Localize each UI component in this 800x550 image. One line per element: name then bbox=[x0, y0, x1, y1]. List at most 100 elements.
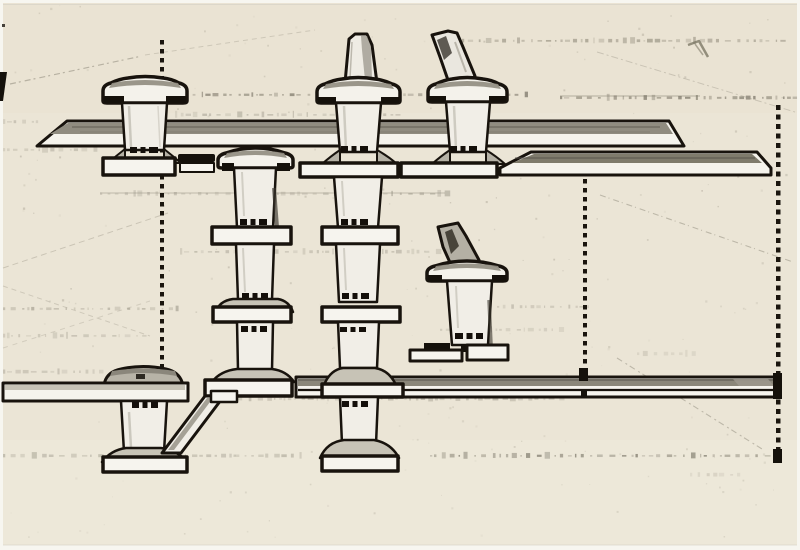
plane-mid-right-part bbox=[492, 275, 506, 282]
dot bbox=[583, 341, 587, 346]
paper-speck bbox=[723, 536, 726, 538]
paper-speck bbox=[38, 12, 41, 15]
paper-speck bbox=[448, 416, 450, 419]
scribble-dash bbox=[622, 37, 627, 44]
scribble-dash bbox=[732, 96, 738, 100]
paper-speck bbox=[553, 258, 556, 261]
stack-center-part bbox=[341, 180, 345, 217]
scribble-dash bbox=[406, 250, 410, 254]
paper-speck bbox=[210, 359, 213, 362]
scribble-dash bbox=[538, 328, 541, 331]
paper-speck bbox=[767, 19, 769, 21]
scribble-dash bbox=[563, 97, 570, 99]
dot bbox=[583, 206, 587, 211]
scribble-dash bbox=[666, 96, 673, 99]
dot bbox=[583, 296, 587, 301]
scribble-dash bbox=[114, 192, 119, 195]
ramp-top-surface bbox=[168, 398, 213, 450]
window-dot bbox=[361, 293, 369, 299]
cockpit-windows bbox=[450, 146, 477, 152]
scribble-dash bbox=[127, 307, 131, 310]
scribble-dash bbox=[792, 96, 798, 99]
scribble-dash bbox=[216, 114, 221, 116]
dot bbox=[776, 352, 781, 357]
window-dot bbox=[250, 219, 256, 225]
scribble-dash bbox=[502, 397, 509, 400]
scribble-dash bbox=[685, 349, 688, 357]
window-dot bbox=[359, 327, 366, 332]
paper-speck bbox=[509, 333, 511, 335]
paper-speck bbox=[423, 40, 426, 43]
distant-tail-mark bbox=[687, 39, 710, 58]
window-dot bbox=[466, 333, 473, 339]
dot bbox=[776, 200, 781, 205]
scribble-dash bbox=[233, 454, 240, 458]
paper-speck bbox=[68, 301, 70, 303]
scribble-dash bbox=[597, 97, 601, 99]
scribble-dash bbox=[580, 38, 583, 43]
scribble-dash bbox=[71, 453, 77, 458]
scribble-dash bbox=[83, 334, 89, 338]
plane-mid-right-part bbox=[424, 343, 450, 352]
window-dot bbox=[476, 333, 483, 339]
scribble-dash bbox=[787, 96, 791, 99]
scribble-dash bbox=[593, 37, 595, 44]
fuselage-body bbox=[444, 100, 492, 154]
scribble-dash bbox=[455, 396, 461, 401]
sketch-marks-part bbox=[497, 304, 589, 309]
scribble-dash bbox=[301, 398, 306, 400]
dot bbox=[160, 229, 164, 234]
paper-speck bbox=[215, 248, 217, 250]
plane-mid-right-part bbox=[428, 275, 442, 282]
scribble-dash bbox=[608, 38, 613, 43]
scribble-dash bbox=[10, 307, 16, 311]
scribble-dash bbox=[514, 93, 519, 96]
scribble-dash bbox=[494, 39, 499, 42]
paper-speck bbox=[324, 187, 326, 189]
plane-mid-right-part bbox=[455, 285, 459, 329]
paper-speck bbox=[43, 323, 46, 325]
scribble-dash bbox=[395, 249, 402, 254]
paper-speck bbox=[382, 188, 385, 191]
paper-speck bbox=[274, 536, 276, 538]
scribble-dash bbox=[199, 454, 203, 457]
dot bbox=[776, 428, 781, 433]
scribble-dash bbox=[382, 248, 384, 255]
scribble-dash bbox=[554, 40, 557, 42]
scribble-dash bbox=[3, 119, 6, 124]
base-plate bbox=[298, 161, 400, 179]
scribble-dash bbox=[551, 328, 553, 332]
scribble-dash bbox=[690, 452, 696, 459]
scribble-dash bbox=[576, 96, 583, 99]
scribble-dash bbox=[27, 307, 30, 311]
paper-speck bbox=[474, 460, 477, 462]
base-plate bbox=[210, 225, 293, 246]
paper-speck bbox=[388, 203, 391, 205]
scribble-dash bbox=[517, 37, 520, 44]
scribble-dash bbox=[283, 396, 286, 401]
scribble-dash bbox=[92, 369, 95, 374]
scribble-dash bbox=[168, 307, 173, 311]
cockpit-windows bbox=[132, 402, 158, 408]
dot bbox=[776, 228, 781, 234]
scribble-dash bbox=[718, 472, 725, 477]
plane-top-right-part bbox=[437, 36, 452, 60]
sketch-marks-part bbox=[462, 36, 786, 44]
scribble-dash bbox=[180, 248, 183, 255]
paper-speck bbox=[309, 483, 312, 486]
scribble-dash bbox=[57, 368, 60, 375]
scribble-dash bbox=[38, 148, 40, 152]
paper-speck bbox=[564, 440, 567, 442]
scribble-dash bbox=[279, 398, 283, 400]
paper-speck bbox=[295, 26, 298, 29]
cap-shade bbox=[224, 150, 287, 158]
paper-speck bbox=[441, 494, 442, 496]
lower-beam-part bbox=[733, 379, 774, 386]
scribble-dash bbox=[147, 192, 150, 196]
scribble-dash bbox=[238, 93, 241, 96]
scribble-dash bbox=[474, 398, 477, 400]
scribble-dash bbox=[440, 328, 443, 331]
dot bbox=[776, 295, 781, 300]
scribble-dash bbox=[755, 454, 758, 458]
scribble-dash bbox=[707, 38, 713, 43]
